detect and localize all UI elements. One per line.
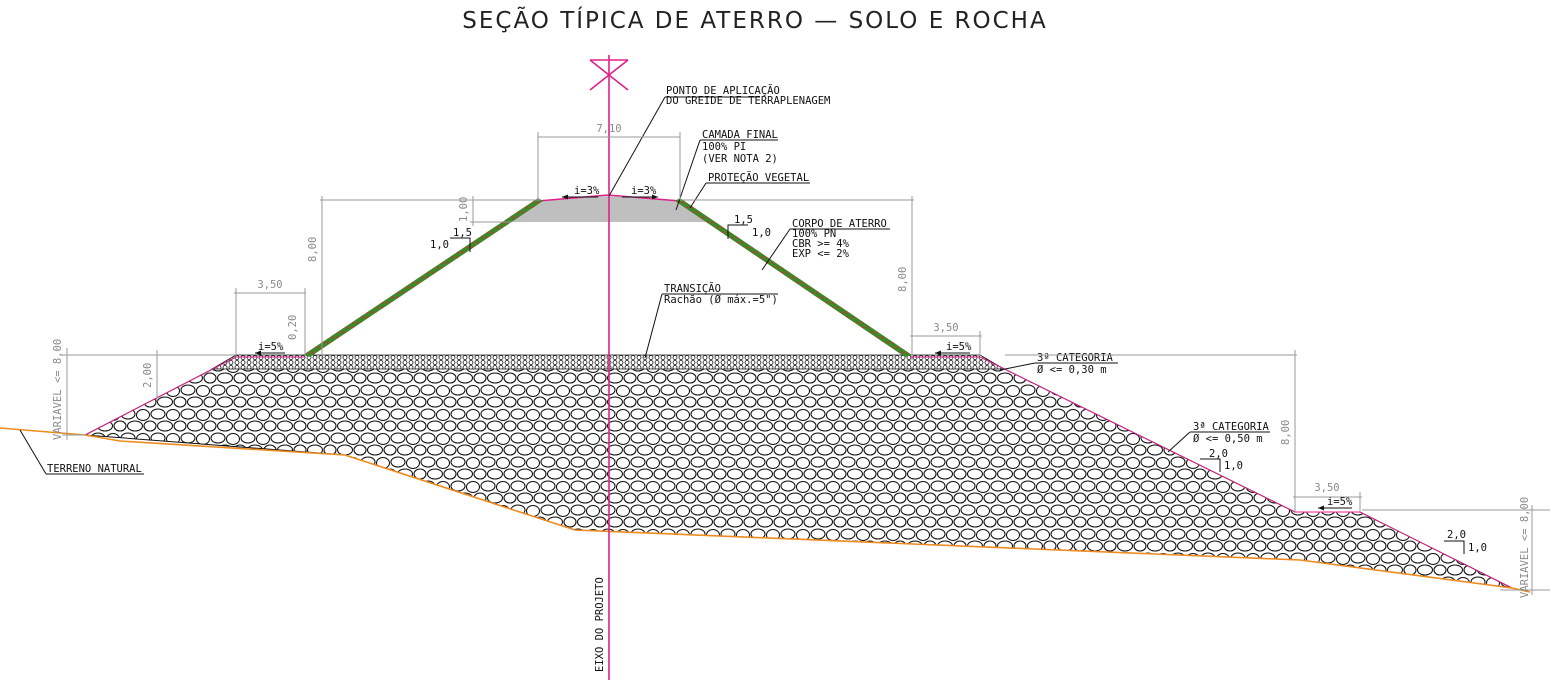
slope-crown-right-value: i=3% — [631, 185, 657, 197]
dim-rock-height-right — [1005, 350, 1297, 512]
fill-body-line3: CBR >= 4% — [792, 238, 850, 250]
vegetation-left-slope — [303, 198, 543, 357]
ratio-soil-right-v: 1,0 — [752, 227, 771, 239]
fill-body-line1: CORPO DE ATERRO — [792, 218, 887, 230]
ratio-rock-upper — [1200, 458, 1221, 472]
dim-variable-right — [1362, 505, 1550, 595]
slope-berm-left-value: i=5% — [258, 341, 284, 353]
ratio-soil-right — [727, 224, 748, 239]
transition-line2: Rachão (Ø máx.=5") — [664, 294, 778, 306]
ratio-rock-upper-h: 2,0 — [1209, 448, 1228, 460]
dim-berm-left-value: 3,50 — [257, 279, 282, 291]
ratio-soil-left — [450, 237, 471, 252]
dim-variable-right-value: VARIAVEL <= 8,00 — [1519, 497, 1531, 598]
rock-slope-left-edge — [84, 356, 237, 436]
dim-berm-lower — [1293, 492, 1362, 512]
rock-slope-right-edge — [979, 356, 1513, 589]
ratio-soil-right-h: 1,5 — [734, 214, 753, 226]
dim-berm-right — [910, 331, 982, 356]
natural-terrain-line — [0, 427, 1531, 593]
dim-berm-lower-value: 3,50 — [1314, 482, 1339, 494]
ratio-soil-left-h: 1,5 — [453, 227, 472, 239]
dim-soil-height-left — [320, 196, 538, 360]
dim-rock-height-right-value: 8,00 — [1280, 420, 1292, 445]
slope-crown-right — [622, 194, 658, 200]
axis-label: EIXO DO PROJETO — [594, 577, 606, 672]
vegetation-right-slope — [675, 198, 912, 357]
leader-transition — [644, 293, 663, 359]
vegetation-label: PROTEÇÃO VEGETAL — [708, 171, 809, 184]
axis-cross-symbol — [589, 59, 629, 91]
fill-body-line4: EXP <= 2% — [792, 248, 850, 260]
leader-vegetation — [689, 182, 707, 209]
leader-category-lower — [1167, 431, 1191, 453]
dim-transition-value: 0,20 — [287, 315, 299, 340]
final-layer — [510, 196, 710, 222]
slope-berm-right-value: i=5% — [946, 341, 972, 353]
slope-crown-left-value: i=3% — [574, 185, 600, 197]
dim-final-layer-value: 1,00 — [458, 197, 470, 222]
slope-berm-lower — [1318, 505, 1352, 511]
dim-soil-height-right-value: 8,00 — [897, 267, 909, 292]
leader-natural-terrain — [19, 429, 47, 475]
ratio-rock-lower-h: 2,0 — [1447, 529, 1466, 541]
category-lower-line1: 3ª CATEGORIA — [1193, 421, 1270, 433]
slope-berm-left — [255, 350, 285, 356]
leader-fill-body — [761, 228, 791, 271]
final-layer-line3: (VER NOTA 2) — [702, 153, 778, 165]
drawing-title: SEÇÃO TÍPICA DE ATERRO — SOLO E ROCHA — [462, 6, 1047, 34]
slope-berm-lower-value: i=5% — [1327, 496, 1353, 508]
final-layer-line2: 100% PI — [702, 141, 746, 153]
final-layer-line1: CAMADA FINAL — [702, 129, 778, 141]
leader-category-upper — [999, 362, 1036, 371]
category-upper-line2: Ø <= 0,30 m — [1037, 364, 1107, 376]
category-upper-line1: 3ª CATEGORIA — [1037, 352, 1114, 364]
dim-soil-height-left-value: 8,00 — [307, 237, 319, 262]
category-lower-line2: Ø <= 0,50 m — [1193, 433, 1263, 445]
ratio-soil-left-v: 1,0 — [430, 239, 449, 251]
dim-soil-height-right — [680, 196, 914, 360]
application-point-line2: DO GREIDE DE TERRAPLENAGEM — [666, 95, 830, 107]
dim-rock-height-left-value: 2,00 — [142, 363, 154, 388]
ratio-rock-lower — [1444, 540, 1465, 554]
dim-variable-left — [62, 348, 150, 440]
crown-line — [537, 194, 681, 202]
dim-platform-width — [537, 132, 681, 200]
slope-crown-left — [562, 194, 598, 200]
leader-application-point — [608, 96, 666, 197]
rock-fill-body — [83, 356, 1513, 589]
natural-terrain-label: TERRENO NATURAL — [47, 463, 142, 475]
transition-line1: TRANSIÇÃO — [664, 282, 721, 295]
slope-berm-right — [935, 350, 970, 356]
ratio-rock-lower-v: 1,0 — [1468, 542, 1487, 554]
ratio-rock-upper-v: 1,0 — [1224, 460, 1243, 472]
dim-berm-left — [234, 288, 306, 356]
application-point-line1: PONTO DE APLICAÇÃO — [666, 84, 780, 97]
transition-layer — [210, 354, 1006, 370]
dim-rock-height-left — [150, 350, 236, 402]
dim-berm-right-value: 3,50 — [933, 322, 958, 334]
dim-variable-left-value: VARIAVEL <= 8,00 — [52, 339, 64, 440]
fill-body-line2: 100% PN — [792, 228, 836, 240]
dim-platform-width-value: 7,10 — [596, 123, 621, 135]
